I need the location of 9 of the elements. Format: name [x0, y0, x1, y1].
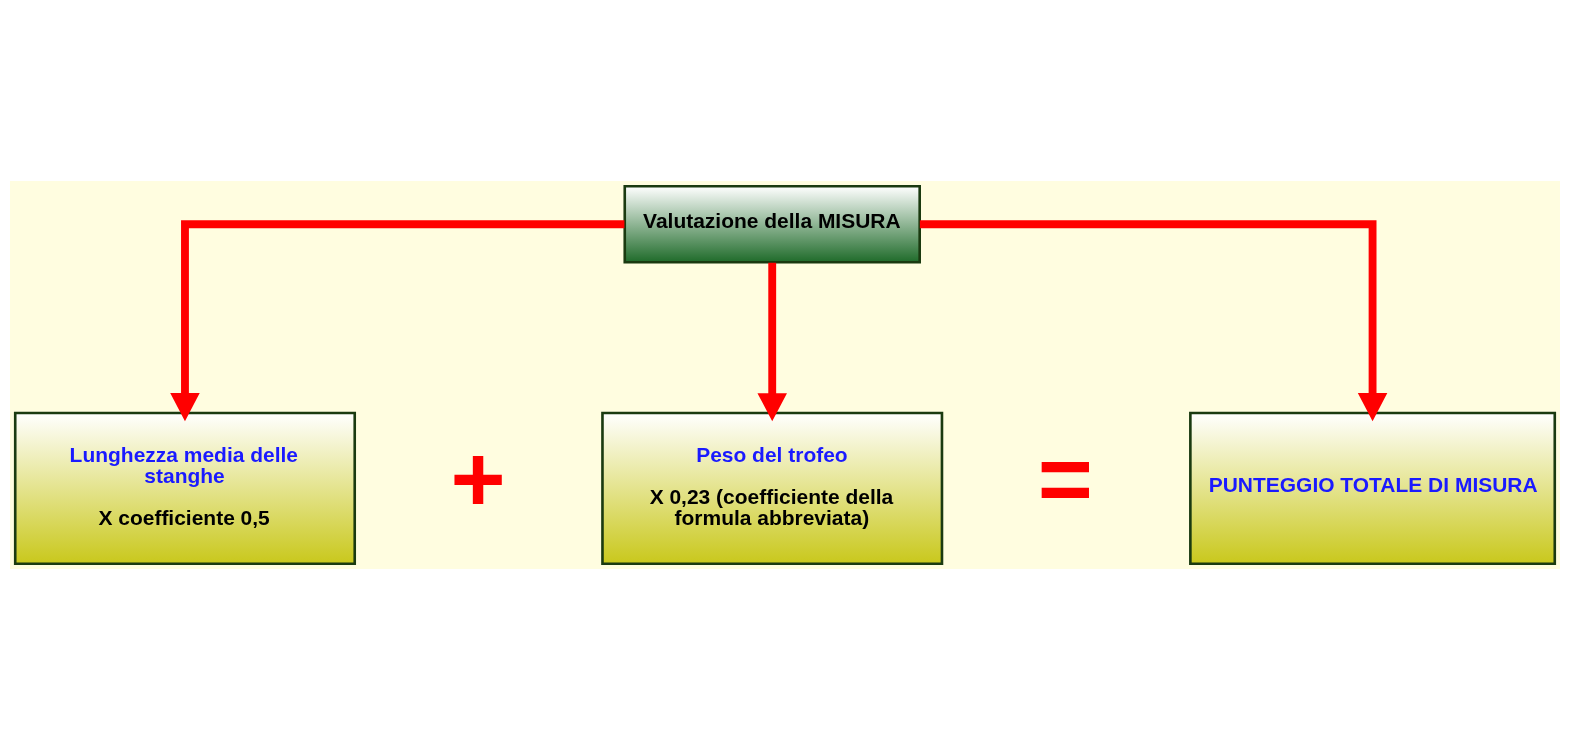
- label: +: [450, 425, 506, 531]
- label: =: [1037, 425, 1093, 531]
- node-box: Peso del trofeo X 0,23 (coefficiente della formula abbreviata): [601, 411, 944, 565]
- arrow: [919, 219, 1388, 421]
- arrow: [757, 262, 787, 421]
- node-box: Valutazione della MISURA: [623, 184, 921, 264]
- arrow: [170, 219, 625, 421]
- node-box: PUNTEGGIO TOTALE DI MISURA: [1189, 411, 1557, 565]
- node-box: Lunghezza media delle stanghe X coefficiente 0,5: [13, 411, 357, 565]
